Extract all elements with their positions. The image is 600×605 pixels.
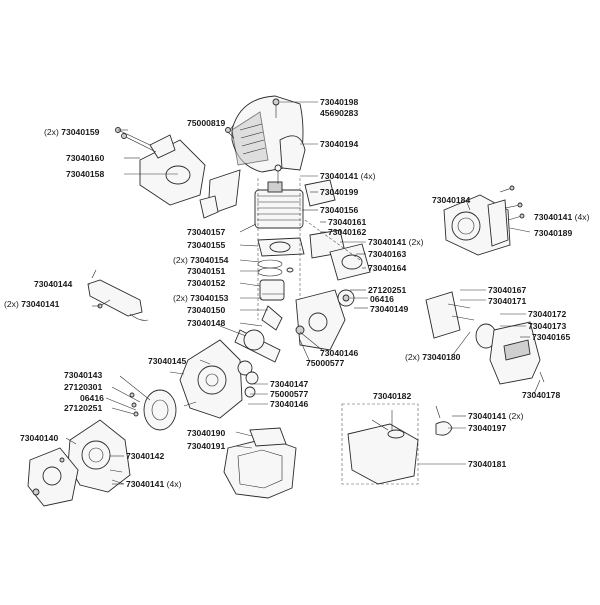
part-label-73040141-c: 73040141 (4x) xyxy=(534,212,589,222)
fuel-tank-73040181 xyxy=(341,403,453,485)
part-label-73040165: 73040165 xyxy=(532,332,571,342)
part-label-73040178: 73040178 xyxy=(522,390,561,400)
part-label-73040173: 73040173 xyxy=(528,321,567,331)
recoil-housing-73040142 xyxy=(27,419,131,507)
part-label-73040162: 73040162 xyxy=(328,227,367,237)
part-label-73040145: 73040145 xyxy=(148,356,187,366)
part-label-73040149: 73040149 xyxy=(370,304,409,314)
part-number-73040141-d: 73040141 xyxy=(21,299,60,309)
part-label-73040150: 73040150 xyxy=(187,305,226,315)
part-label-73040154: (2x) 73040154 xyxy=(173,255,228,265)
qty-73040154: (2x) xyxy=(173,255,188,265)
qty-73040141-f: (4x) xyxy=(166,479,182,489)
engine-cover-73040194 xyxy=(231,95,306,173)
qty-73040153: (2x) xyxy=(173,293,188,303)
bracket-73040191 xyxy=(223,427,297,499)
part-number-73040141-f: 73040141 xyxy=(126,479,165,489)
part-label-73040197: 73040197 xyxy=(468,423,507,433)
part-label-73040161: 73040161 xyxy=(328,217,367,227)
part-label-73040184: 73040184 xyxy=(432,195,471,205)
part-label-73040155: 73040155 xyxy=(187,240,226,250)
part-label-73040180: (2x) 73040180 xyxy=(405,352,460,362)
part-number-73040153: 73040153 xyxy=(190,293,229,303)
cover-screws xyxy=(225,98,280,139)
crankshaft-73040148 xyxy=(219,305,283,363)
part-label-75000577-a: 75000577 xyxy=(306,358,345,368)
part-label-73040142: 73040142 xyxy=(126,451,165,461)
part-label-73040164: 73040164 xyxy=(368,263,407,273)
part-label-73040167: 73040167 xyxy=(488,285,527,295)
cylinder-73040156 xyxy=(254,164,304,229)
part-label-73040141-e: 73040141 (2x) xyxy=(468,411,523,421)
part-number-73040141-e: 73040141 xyxy=(468,411,507,421)
qty-73040180: (2x) xyxy=(405,352,420,362)
part-number-73040154: 73040154 xyxy=(190,255,229,265)
crankcase-73040145 xyxy=(169,339,259,419)
part-label-45690283: 45690283 xyxy=(320,108,359,118)
qty-73040141-e: (2x) xyxy=(508,411,524,421)
part-label-73040194: 73040194 xyxy=(320,139,359,149)
part-label-73040181: 73040181 xyxy=(468,459,507,469)
part-label-73040190: 73040190 xyxy=(187,428,226,438)
muffler-73040158 xyxy=(115,127,241,219)
qty-73040141-d: (2x) xyxy=(4,299,19,309)
clutch-housing-73040189 xyxy=(443,185,525,256)
part-label-75000819: 75000819 xyxy=(187,118,226,128)
part-label-73040156: 73040156 xyxy=(320,205,359,215)
part-label-73040198: 73040198 xyxy=(320,97,359,107)
part-label-73040141-f: 73040141 (4x) xyxy=(126,479,181,489)
part-label-06416-b: 06416 xyxy=(80,393,104,403)
part-label-73040182: 73040182 xyxy=(373,391,412,401)
part-number-73040141-a: 73040141 xyxy=(320,171,359,181)
part-label-73040158: 73040158 xyxy=(66,169,105,179)
part-label-73040152: 73040152 xyxy=(187,278,226,288)
part-label-73040144: 73040144 xyxy=(34,279,73,289)
part-label-73040153: (2x) 73040153 xyxy=(173,293,228,303)
part-label-73040141-a: 73040141 (4x) xyxy=(320,171,375,181)
part-label-73040143: 73040143 xyxy=(64,370,103,380)
part-label-27120251-b: 27120251 xyxy=(64,403,103,413)
part-label-06416-a: 06416 xyxy=(370,294,394,304)
part-number-73040141-b: 73040141 xyxy=(368,237,407,247)
part-number-73040180: 73040180 xyxy=(422,352,461,362)
part-label-27120251-a: 27120251 xyxy=(368,285,407,295)
part-label-73040159: (2x) 73040159 xyxy=(44,127,99,137)
part-label-73040147: 73040147 xyxy=(270,379,309,389)
part-label-73040151: 73040151 xyxy=(187,266,226,276)
air-filter-73040165 xyxy=(425,291,545,385)
part-label-75000577-b: 75000577 xyxy=(270,389,309,399)
carburetor-73040164 xyxy=(304,179,371,281)
part-label-73040141-d: (2x) 73040141 xyxy=(4,299,59,309)
part-label-73040163: 73040163 xyxy=(368,249,407,259)
starter-pulley xyxy=(129,389,177,431)
part-label-73040141-b: 73040141 (2x) xyxy=(368,237,423,247)
qty-73040141-c: (4x) xyxy=(574,212,590,222)
part-label-73040199: 73040199 xyxy=(320,187,359,197)
part-label-73040146-a: 73040146 xyxy=(320,348,359,358)
part-label-73040157: 73040157 xyxy=(187,227,226,237)
part-label-73040146-b: 73040146 xyxy=(270,399,309,409)
throttle-part-73040144 xyxy=(87,269,149,321)
part-number-73040159: 73040159 xyxy=(61,127,100,137)
part-label-73040191: 73040191 xyxy=(187,441,226,451)
part-number-73040141-c: 73040141 xyxy=(534,212,573,222)
leader-lines xyxy=(65,101,541,485)
part-label-27120301: 27120301 xyxy=(64,382,103,392)
part-label-73040148: 73040148 xyxy=(187,318,226,328)
part-label-73040189: 73040189 xyxy=(534,228,573,238)
part-label-73040160: 73040160 xyxy=(66,153,105,163)
part-label-73040172: 73040172 xyxy=(528,309,567,319)
qty-73040141-a: (4x) xyxy=(360,171,376,181)
crankcase-right xyxy=(295,289,346,351)
qty-73040159: (2x) xyxy=(44,127,59,137)
part-label-73040140: 73040140 xyxy=(20,433,59,443)
part-label-73040171: 73040171 xyxy=(488,296,527,306)
qty-73040141-b: (2x) xyxy=(408,237,424,247)
piston-group xyxy=(257,178,305,320)
